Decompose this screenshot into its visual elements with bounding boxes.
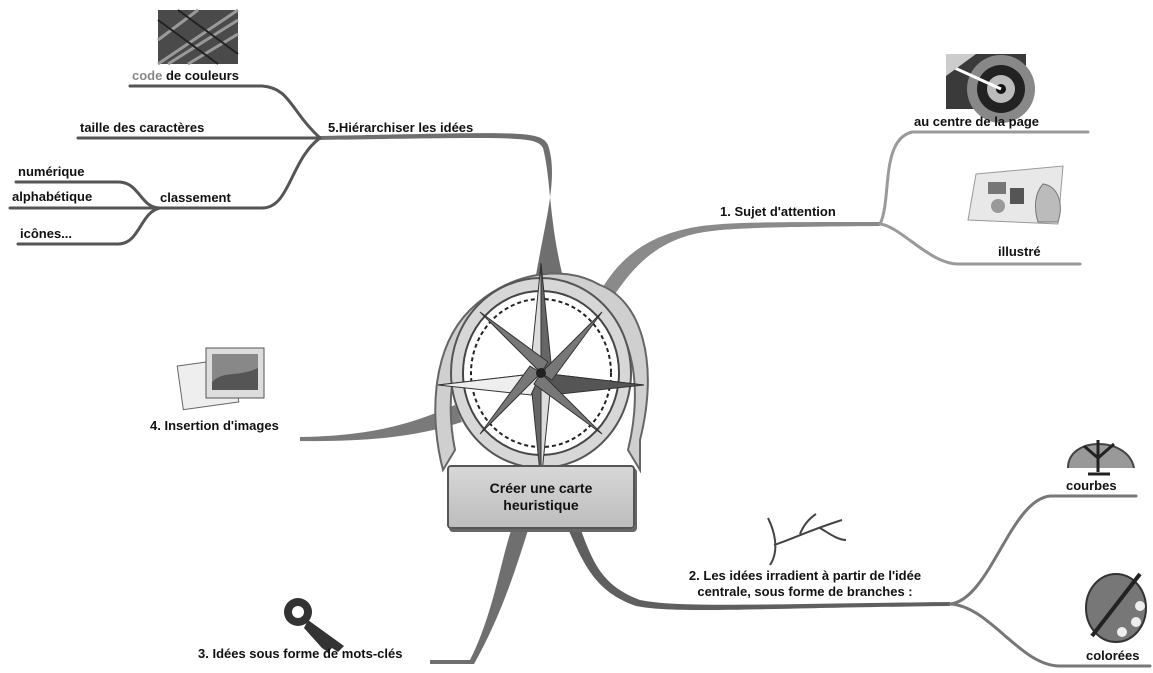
- branch-4-label[interactable]: 4. Insertion d'images: [150, 418, 279, 434]
- photos-icon: [177, 348, 264, 410]
- node-de-couleurs-words: de couleurs: [166, 68, 239, 83]
- branch-3: [430, 522, 530, 664]
- node-classement[interactable]: classement: [160, 190, 231, 206]
- node-icones[interactable]: icônes...: [20, 226, 72, 242]
- key-icon: [284, 598, 344, 652]
- branch-2-label-line2: centrale, sous forme de branches :: [660, 584, 950, 600]
- branch-1: [596, 222, 880, 304]
- node-alphabetique[interactable]: alphabétique: [12, 189, 92, 205]
- node-numerique[interactable]: numérique: [18, 164, 84, 180]
- line-illustre: [880, 224, 1080, 264]
- node-code-word: code: [132, 68, 162, 83]
- branch-2-label[interactable]: 2. Les idées irradient à partir de l'idé…: [660, 568, 950, 600]
- node-courbes[interactable]: courbes: [1066, 478, 1117, 494]
- branch-5-label[interactable]: 5.Hiérarchiser les idées: [328, 120, 473, 136]
- dartboard-icon: [946, 54, 1035, 123]
- node-au-centre-de-la-page[interactable]: au centre de la page: [914, 114, 1039, 130]
- node-illustre[interactable]: illustré: [998, 244, 1041, 260]
- painting-hand-icon: [968, 166, 1063, 224]
- compass-icon: [435, 263, 648, 483]
- central-topic-line2: heuristique: [449, 497, 633, 514]
- node-colorees[interactable]: colorées: [1086, 648, 1139, 664]
- node-code-de-couleurs[interactable]: code de couleurs: [132, 68, 239, 84]
- node-taille-des-caracteres[interactable]: taille des caractères: [80, 120, 204, 136]
- tree-icon: [1068, 440, 1134, 474]
- branch-1-label[interactable]: 1. Sujet d'attention: [720, 204, 836, 220]
- bare-branch-icon: [768, 514, 846, 565]
- palette-icon: [1086, 574, 1146, 642]
- color-texture-icon: [158, 10, 238, 64]
- central-topic-line1: Créer une carte: [449, 480, 633, 497]
- branch-2-label-line1: 2. Les idées irradient à partir de l'idé…: [660, 568, 950, 584]
- branch-3-label[interactable]: 3. Idées sous forme de mots-clés: [198, 646, 402, 662]
- central-topic[interactable]: Créer une carte heuristique: [447, 465, 635, 529]
